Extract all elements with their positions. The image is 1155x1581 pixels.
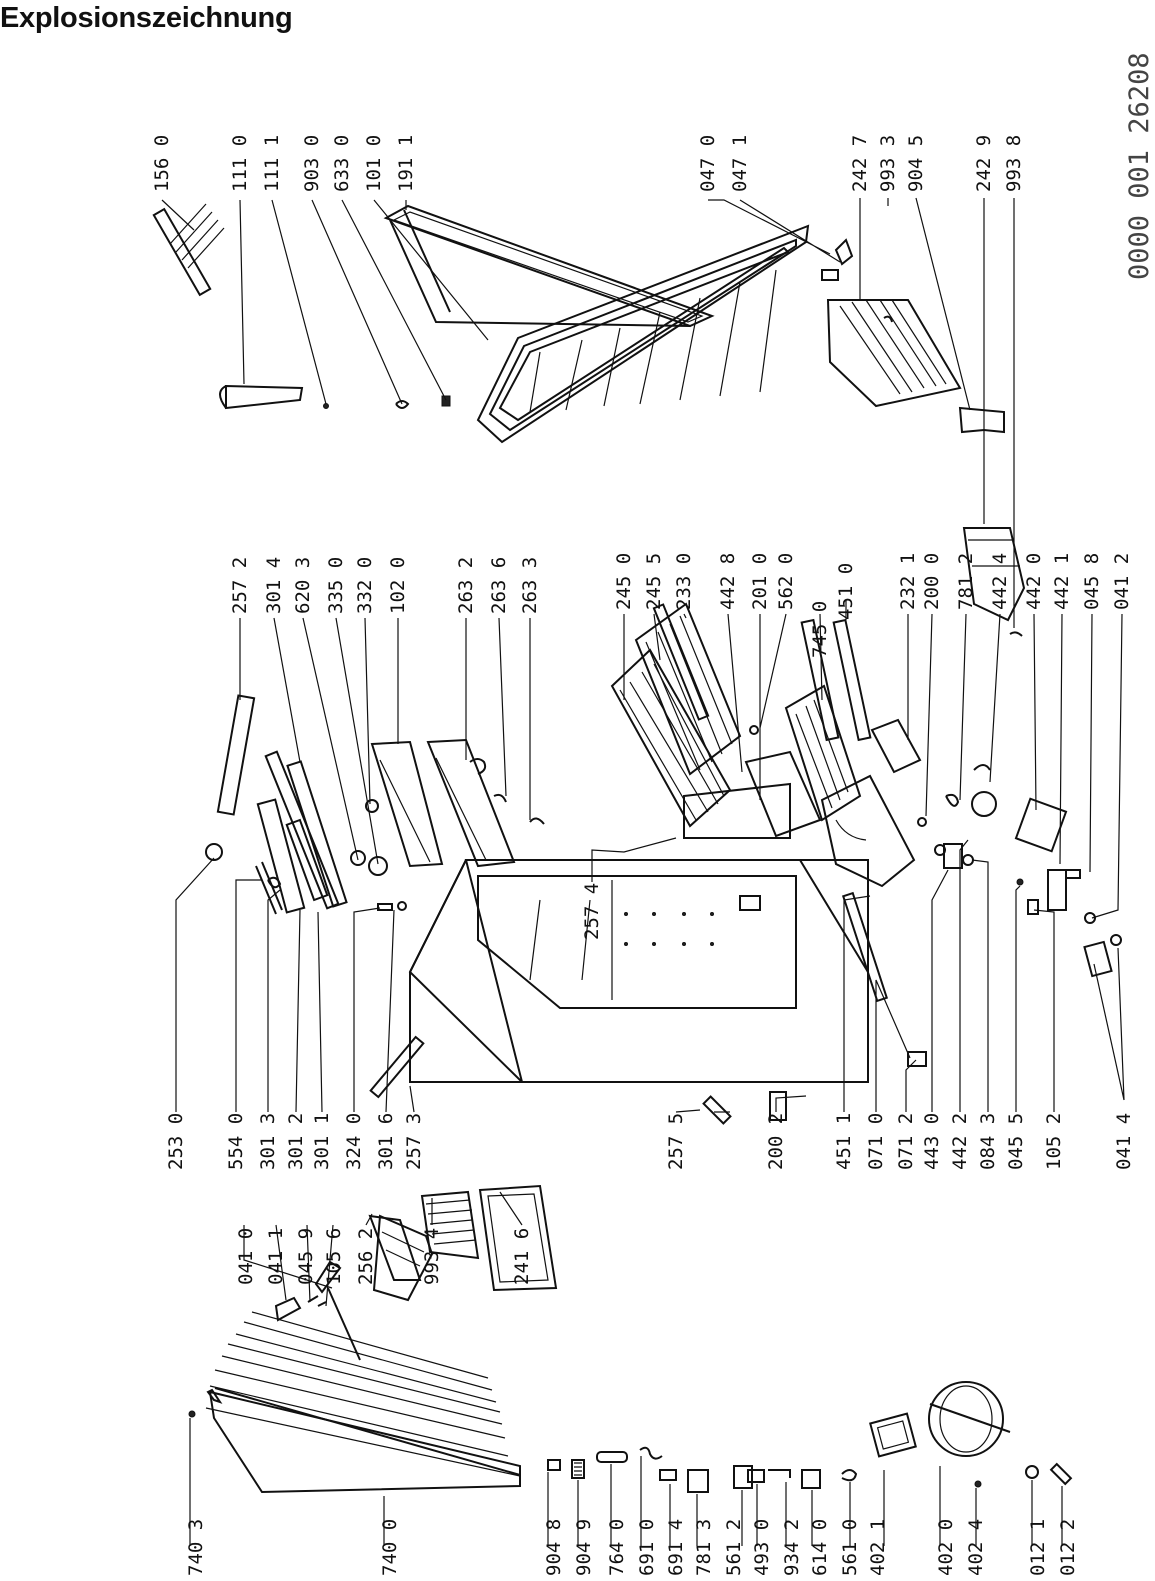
- part-label: 245 0: [613, 553, 635, 610]
- part-label: 156 0: [151, 135, 173, 192]
- part-label: 045 5: [1005, 1113, 1027, 1170]
- part-label: 111 0: [229, 135, 251, 192]
- part-label: 740 0: [379, 1519, 401, 1576]
- part-label: 993 8: [1003, 135, 1025, 192]
- part-label: 442 8: [717, 553, 739, 610]
- document-number: 0000 001 26208: [1124, 52, 1155, 280]
- part-label: 904 8: [543, 1519, 565, 1576]
- part-label: 561 2: [723, 1519, 745, 1576]
- part-label: 451 1: [833, 1113, 855, 1170]
- part-label: 263 3: [519, 557, 541, 614]
- part-label: 111 1: [261, 135, 283, 192]
- part-label: 200 0: [921, 553, 943, 610]
- compressor-drawing: [869, 1381, 1073, 1488]
- part-label: 764 0: [606, 1519, 628, 1576]
- part-label: 232 1: [897, 553, 919, 610]
- part-label: 012 1: [1027, 1519, 1049, 1576]
- leader-lines: [161, 197, 1125, 1546]
- part-label: 047 1: [729, 135, 751, 192]
- part-label: 781 2: [955, 553, 977, 610]
- part-label: 257 3: [403, 1113, 425, 1170]
- part-label: 402 0: [935, 1519, 957, 1576]
- part-label: 045 9: [295, 1228, 317, 1285]
- part-label: 242 7: [849, 135, 871, 192]
- part-label: 071 2: [895, 1113, 917, 1170]
- part-label: 233 0: [673, 553, 695, 610]
- part-label: 191 1: [395, 135, 417, 192]
- part-label: 903 0: [301, 135, 323, 192]
- part-label: 781 3: [693, 1519, 715, 1576]
- part-label: 200 2: [765, 1113, 787, 1170]
- part-label: 451 0: [835, 563, 857, 620]
- part-label: 561 0: [839, 1519, 861, 1576]
- part-label: 041 1: [265, 1228, 287, 1285]
- part-label: 614 0: [809, 1519, 831, 1576]
- door-bins-col4: [216, 694, 545, 876]
- part-label: 740 3: [185, 1519, 207, 1576]
- part-label: 084 3: [977, 1113, 999, 1170]
- part-label: 633 0: [331, 135, 353, 192]
- part-label: 301 3: [257, 1113, 279, 1170]
- part-label: 045 8: [1081, 553, 1103, 610]
- part-label: 324 0: [343, 1113, 365, 1170]
- part-label: 245 5: [643, 553, 665, 610]
- part-label: 041 2: [1111, 553, 1133, 610]
- part-label: 904 5: [905, 135, 927, 192]
- part-label: 493 0: [751, 1519, 773, 1576]
- part-label: 402 4: [965, 1519, 987, 1576]
- part-label: 442 4: [989, 553, 1011, 610]
- control-parts: [702, 764, 1122, 1125]
- part-label: 442 2: [949, 1113, 971, 1170]
- condenser-drawing: [188, 1311, 521, 1494]
- part-label: 745 0: [809, 601, 831, 658]
- freezer-drawers: [821, 238, 1026, 637]
- part-label: 904 9: [573, 1519, 595, 1576]
- part-label: 443 0: [921, 1113, 943, 1170]
- door-drawing: [152, 203, 810, 444]
- part-label: 993 4: [421, 1228, 443, 1285]
- part-label: 691 0: [636, 1519, 658, 1576]
- part-label: 554 0: [225, 1113, 247, 1170]
- part-label: 402 1: [867, 1519, 889, 1576]
- part-label: 562 0: [775, 553, 797, 610]
- part-label: 301 2: [285, 1113, 307, 1170]
- part-label: 201 0: [749, 553, 771, 610]
- part-label: 257 4: [581, 883, 603, 940]
- small-parts-col1: [547, 1446, 858, 1493]
- part-label: 071 0: [865, 1113, 887, 1170]
- part-label: 934 2: [781, 1519, 803, 1576]
- part-label: 047 0: [697, 135, 719, 192]
- part-label: 263 2: [455, 557, 477, 614]
- label-group: 740 3 740 0 904 8 904 9 764 0 691 0 691 …: [151, 52, 1155, 1576]
- part-label: 256 2: [355, 1228, 377, 1285]
- part-label: 105 6: [323, 1228, 345, 1285]
- cabinet-drawing: [369, 859, 869, 1099]
- part-label: 242 9: [973, 135, 995, 192]
- part-label: 263 6: [488, 557, 510, 614]
- part-label: 257 2: [229, 557, 251, 614]
- part-label: 253 0: [165, 1113, 187, 1170]
- part-label: 041 0: [235, 1228, 257, 1285]
- part-label: 442 0: [1023, 553, 1045, 610]
- part-label: 691 4: [665, 1519, 687, 1576]
- part-label: 257 5: [665, 1113, 687, 1170]
- part-label: 102 0: [387, 557, 409, 614]
- part-label: 101 0: [363, 135, 385, 192]
- part-label: 041 4: [1113, 1113, 1135, 1170]
- part-label: 332 0: [354, 557, 376, 614]
- page-title: Explosionszeichnung: [0, 2, 293, 34]
- shelves-evaporator: [610, 602, 927, 1067]
- part-label: 105 2: [1043, 1113, 1065, 1170]
- part-label: 620 3: [292, 557, 314, 614]
- rails-col3: [205, 750, 407, 915]
- part-label: 442 1: [1051, 553, 1073, 610]
- part-label: 301 6: [375, 1113, 397, 1170]
- part-label: 335 0: [325, 557, 347, 614]
- part-label: 301 4: [263, 557, 285, 614]
- part-label: 993 3: [877, 135, 899, 192]
- part-label: 241 6: [511, 1228, 533, 1285]
- part-label: 012 2: [1057, 1519, 1079, 1576]
- part-label: 301 1: [311, 1113, 333, 1170]
